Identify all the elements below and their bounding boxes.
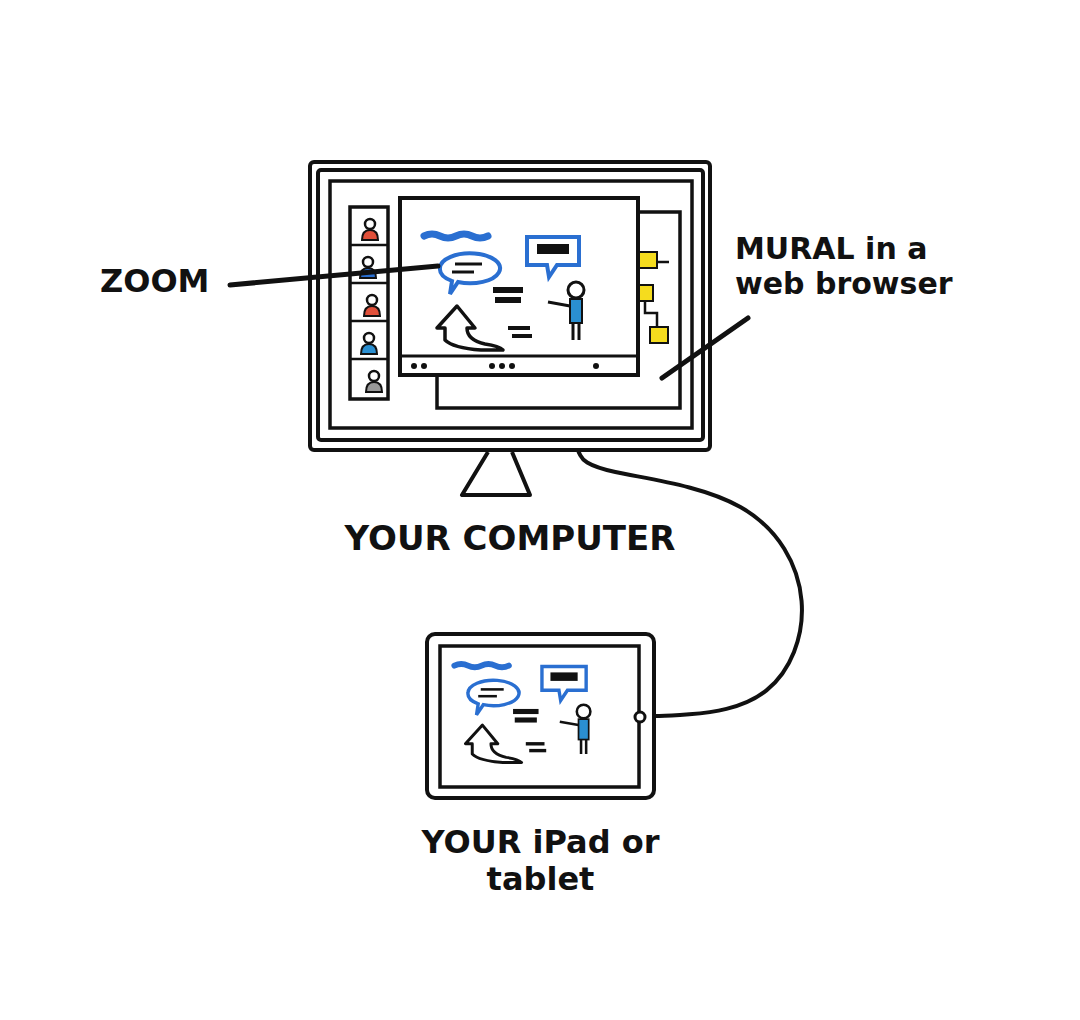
callout-label: MURAL in a web browser — [735, 232, 955, 301]
device-label: YOUR COMPUTER — [345, 519, 676, 558]
callout-label: ZOOM — [100, 263, 230, 300]
device-label: YOUR iPad or tablet — [416, 824, 666, 898]
cable — [579, 452, 802, 716]
computer-monitor: YOUR COMPUTER — [308, 160, 712, 452]
tablet-device: YOUR iPad or tablet — [425, 632, 656, 800]
